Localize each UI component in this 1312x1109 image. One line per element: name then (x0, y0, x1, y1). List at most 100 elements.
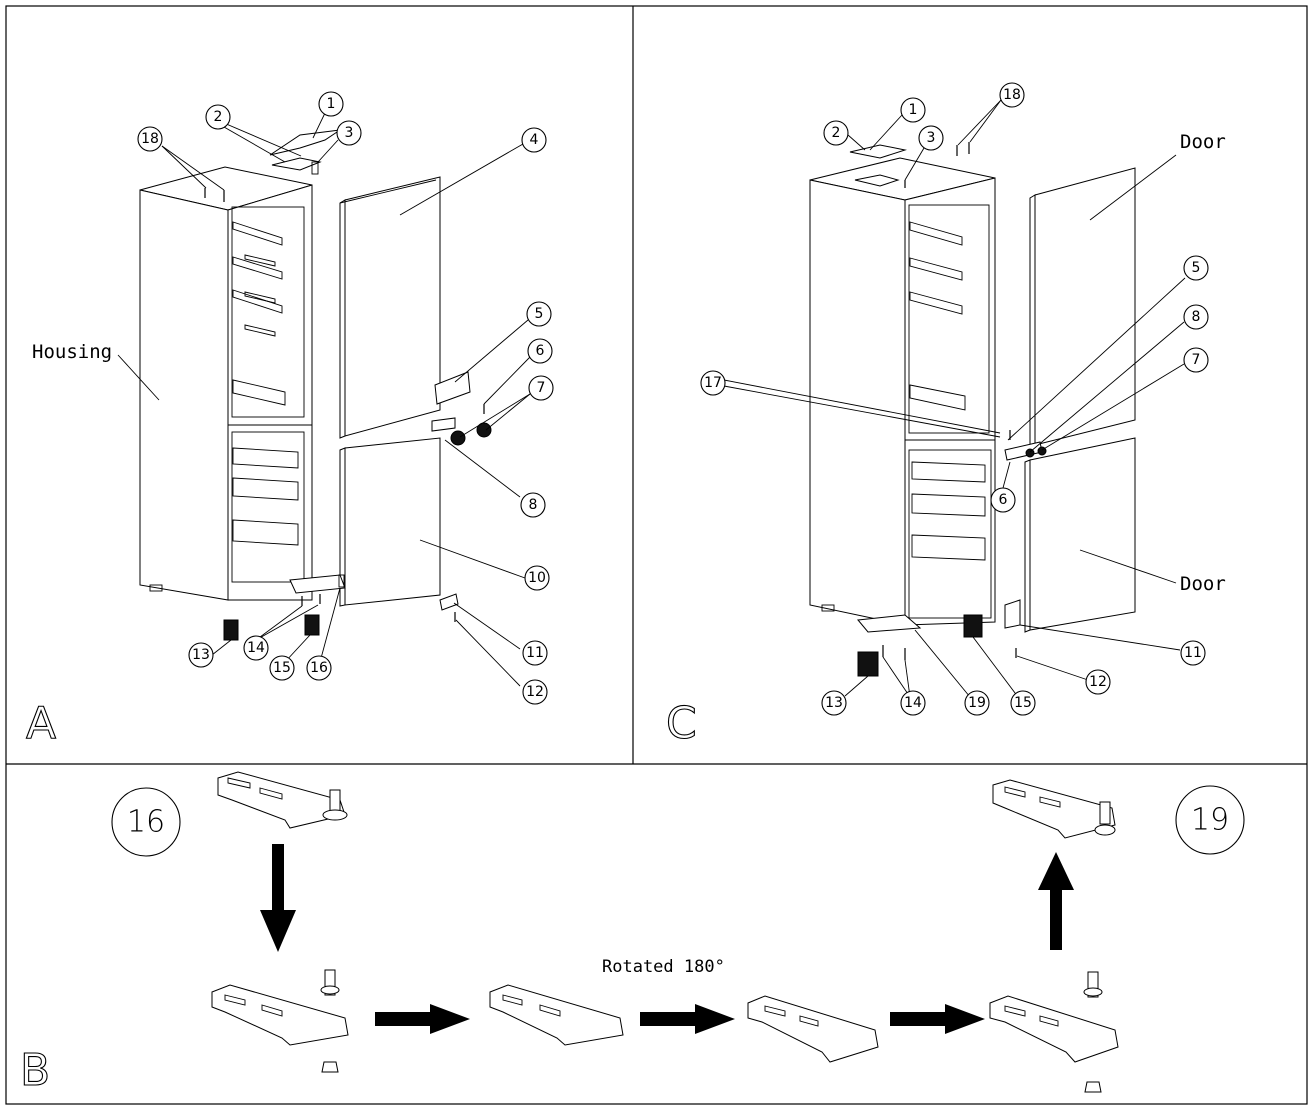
panel-c: 1 2 3 18 5 8 7 17 6 11 12 13 14 19 15 Do… (665, 82, 1226, 750)
svg-text:3: 3 (345, 125, 354, 141)
callout-c-2: 2 (823, 120, 849, 146)
callout-c-1: 1 (900, 97, 926, 123)
svg-text:11: 11 (526, 645, 544, 661)
svg-text:2: 2 (214, 109, 223, 125)
svg-text:16: 16 (310, 660, 328, 676)
svg-text:17: 17 (704, 375, 722, 391)
rotated-label: Rotated 180° (602, 957, 725, 977)
callout-a-10: 10 (524, 565, 550, 591)
callout-c-11: 11 (1180, 640, 1206, 666)
svg-text:1: 1 (909, 102, 918, 118)
svg-text:5: 5 (535, 306, 544, 322)
arrow-right-2 (640, 1004, 735, 1034)
arrow-right-3 (890, 1004, 985, 1034)
callout-a-13: 13 (188, 642, 214, 668)
bracket-step-1 (211, 969, 349, 1073)
upper-door-c (1034, 167, 1136, 446)
svg-text:16: 16 (127, 805, 165, 840)
callout-c-14: 14 (900, 690, 926, 716)
svg-text:5: 5 (1192, 260, 1201, 276)
callout-a-2: 2 (205, 104, 231, 130)
housing-c (809, 157, 996, 626)
callout-c-18: 18 (999, 82, 1025, 108)
svg-text:7: 7 (537, 380, 546, 396)
arrow-right-1 (375, 1004, 470, 1034)
foot-13-a (223, 619, 239, 641)
panel-a: 1 2 3 18 4 5 6 7 8 10 11 12 13 14 15 16 … (25, 91, 554, 750)
callout-c-8: 8 (1183, 304, 1209, 330)
top-hinge-cover-c (849, 144, 907, 159)
bracket-step-3 (747, 995, 879, 1063)
outer-frame (5, 5, 1308, 1105)
bracket-step-4 (989, 971, 1119, 1093)
callout-a-4: 4 (521, 127, 547, 153)
callout-a-18: 18 (137, 126, 163, 152)
bottom-hinge-a (289, 574, 346, 594)
callout-a-16: 16 (306, 655, 332, 681)
callout-c-5: 5 (1183, 255, 1209, 281)
svg-text:10: 10 (528, 570, 546, 586)
svg-text:12: 12 (526, 684, 544, 700)
svg-text:18: 18 (1003, 87, 1021, 103)
foot-15-c (963, 614, 983, 638)
svg-text:15: 15 (1014, 695, 1032, 711)
callout-a-14: 14 (243, 635, 269, 661)
callout-c-3: 3 (918, 125, 944, 151)
callout-a-7: 7 (528, 375, 554, 401)
callout-c-7: 7 (1183, 347, 1209, 373)
svg-text:11: 11 (1184, 645, 1202, 661)
callout-a-15: 15 (269, 655, 295, 681)
door-label-lower: Door (1180, 573, 1226, 595)
callout-c-17: 17 (700, 370, 726, 396)
door-label-upper: Door (1180, 131, 1226, 153)
callout-a-8: 8 (520, 492, 546, 518)
callout-a-12: 12 (522, 679, 548, 705)
bottom-hinge-c (857, 614, 922, 633)
svg-text:14: 14 (904, 695, 922, 711)
arrow-up (1038, 852, 1074, 950)
panel-letter-a: A (26, 698, 56, 749)
foot-15-a (304, 614, 320, 636)
foot-13-c (857, 651, 879, 677)
svg-text:6: 6 (536, 343, 545, 359)
svg-text:8: 8 (1192, 309, 1201, 325)
callout-a-1: 1 (318, 91, 344, 117)
callout-c-13: 13 (821, 690, 847, 716)
bracket-step-2 (489, 984, 624, 1046)
svg-text:6: 6 (999, 492, 1008, 508)
callout-b-16: 16 (111, 787, 181, 857)
middle-hinge-a (434, 371, 471, 405)
callout-c-15: 15 (1010, 690, 1036, 716)
svg-text:13: 13 (825, 695, 843, 711)
callout-c-19: 19 (964, 690, 990, 716)
svg-text:12: 12 (1089, 674, 1107, 690)
bracket-16 (217, 771, 348, 829)
bracket-19 (992, 779, 1116, 839)
upper-door-a (344, 176, 441, 437)
svg-text:4: 4 (530, 132, 539, 148)
callout-a-11: 11 (522, 640, 548, 666)
callout-c-12: 12 (1085, 669, 1111, 695)
middle-hinge-c (1004, 441, 1043, 461)
svg-text:15: 15 (273, 660, 291, 676)
lower-door-a (344, 437, 441, 606)
panel-b: 16 19 Rotated (19, 771, 1245, 1097)
svg-text:3: 3 (927, 130, 936, 146)
callout-c-6: 6 (990, 487, 1016, 513)
svg-text:7: 7 (1192, 352, 1201, 368)
svg-text:14: 14 (247, 640, 265, 656)
callout-a-6: 6 (527, 338, 553, 364)
callout-b-19: 19 (1175, 785, 1245, 855)
panel-letter-c: C (666, 698, 697, 749)
svg-text:19: 19 (1191, 803, 1229, 838)
svg-text:19: 19 (968, 695, 986, 711)
svg-text:2: 2 (832, 125, 841, 141)
housing-a (139, 166, 313, 601)
svg-text:13: 13 (192, 647, 210, 663)
svg-text:1: 1 (327, 96, 336, 112)
lower-door-c (1029, 437, 1136, 631)
arrow-down (260, 844, 296, 952)
svg-text:18: 18 (141, 131, 159, 147)
top-hinge-cover-a (269, 129, 341, 156)
